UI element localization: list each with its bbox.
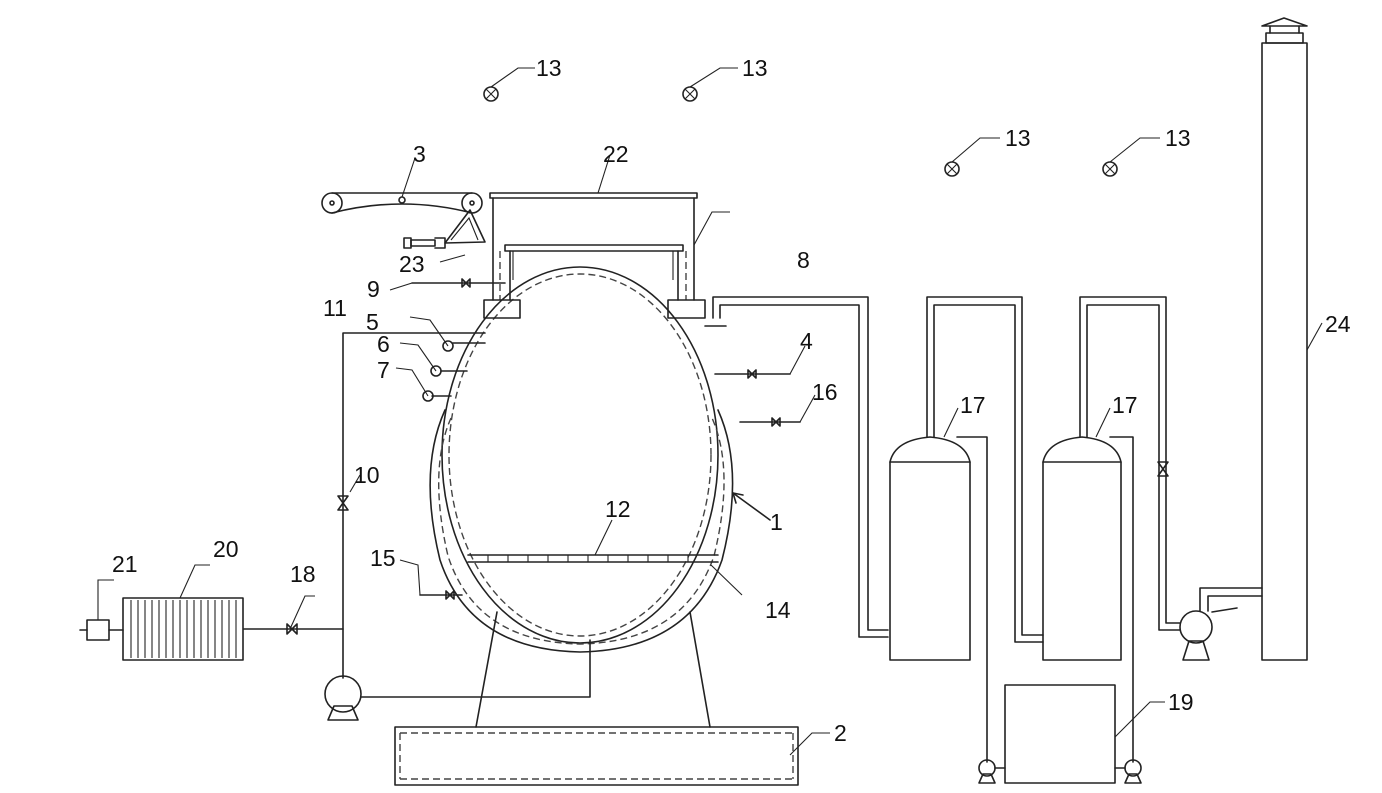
small-pump-right (1114, 759, 1142, 784)
support-leg-left (475, 611, 498, 728)
label-6: 6 (377, 331, 390, 357)
label-21: 21 (112, 551, 138, 577)
label-7: 7 (377, 357, 390, 383)
conveyor-belt (321, 192, 483, 214)
reference-labels: 1 2 3 4 5 6 7 8 9 10 11 12 13 13 13 13 1… (112, 55, 1351, 746)
support-leg-right (689, 611, 711, 728)
heat-exchanger (122, 597, 244, 661)
label-10: 10 (354, 462, 380, 488)
label-12: 12 (605, 496, 631, 522)
circulation-tank (1004, 684, 1116, 784)
small-pump-left (978, 759, 1006, 784)
indicator-icon (1102, 161, 1118, 177)
label-16: 16 (812, 379, 838, 405)
leader-lines (97, 67, 1323, 756)
label-23: 23 (399, 251, 425, 277)
gas-pipe-to-tower-1 (712, 296, 889, 638)
label-3: 3 (413, 141, 426, 167)
label-15: 15 (370, 545, 396, 571)
top-frame (483, 192, 706, 319)
label-1: 1 (770, 509, 783, 535)
feed-pusher (403, 209, 486, 249)
indicator-icon (483, 86, 499, 102)
label-2: 2 (834, 720, 847, 746)
label-5: 5 (366, 309, 379, 335)
label-14: 14 (765, 597, 791, 623)
collection-basin (394, 726, 799, 786)
chimney (1261, 17, 1308, 661)
label-11: 11 (323, 295, 347, 321)
absorption-tower-2 (1042, 296, 1181, 763)
label-13-a: 13 (536, 55, 562, 81)
main-vessel (429, 266, 771, 653)
label-20: 20 (213, 536, 239, 562)
label-17-b: 17 (1112, 392, 1138, 418)
vessel-right-piping (704, 325, 801, 427)
indicator-icon (944, 161, 960, 177)
label-19: 19 (1168, 689, 1194, 715)
label-13-b: 13 (742, 55, 768, 81)
left-piping (243, 278, 591, 721)
label-13-d: 13 (1165, 125, 1191, 151)
label-24: 24 (1325, 311, 1351, 337)
label-8: 8 (797, 247, 810, 273)
absorption-tower-1 (889, 296, 1044, 763)
label-13-c: 13 (1005, 125, 1031, 151)
label-18: 18 (290, 561, 316, 587)
control-box (79, 619, 124, 641)
label-9: 9 (367, 276, 380, 302)
label-22: 22 (603, 141, 629, 167)
exhaust-fan (1179, 587, 1263, 661)
indicator-icon (682, 86, 698, 102)
label-17-a: 17 (960, 392, 986, 418)
label-4: 4 (800, 328, 813, 354)
internal-grate (467, 554, 719, 563)
